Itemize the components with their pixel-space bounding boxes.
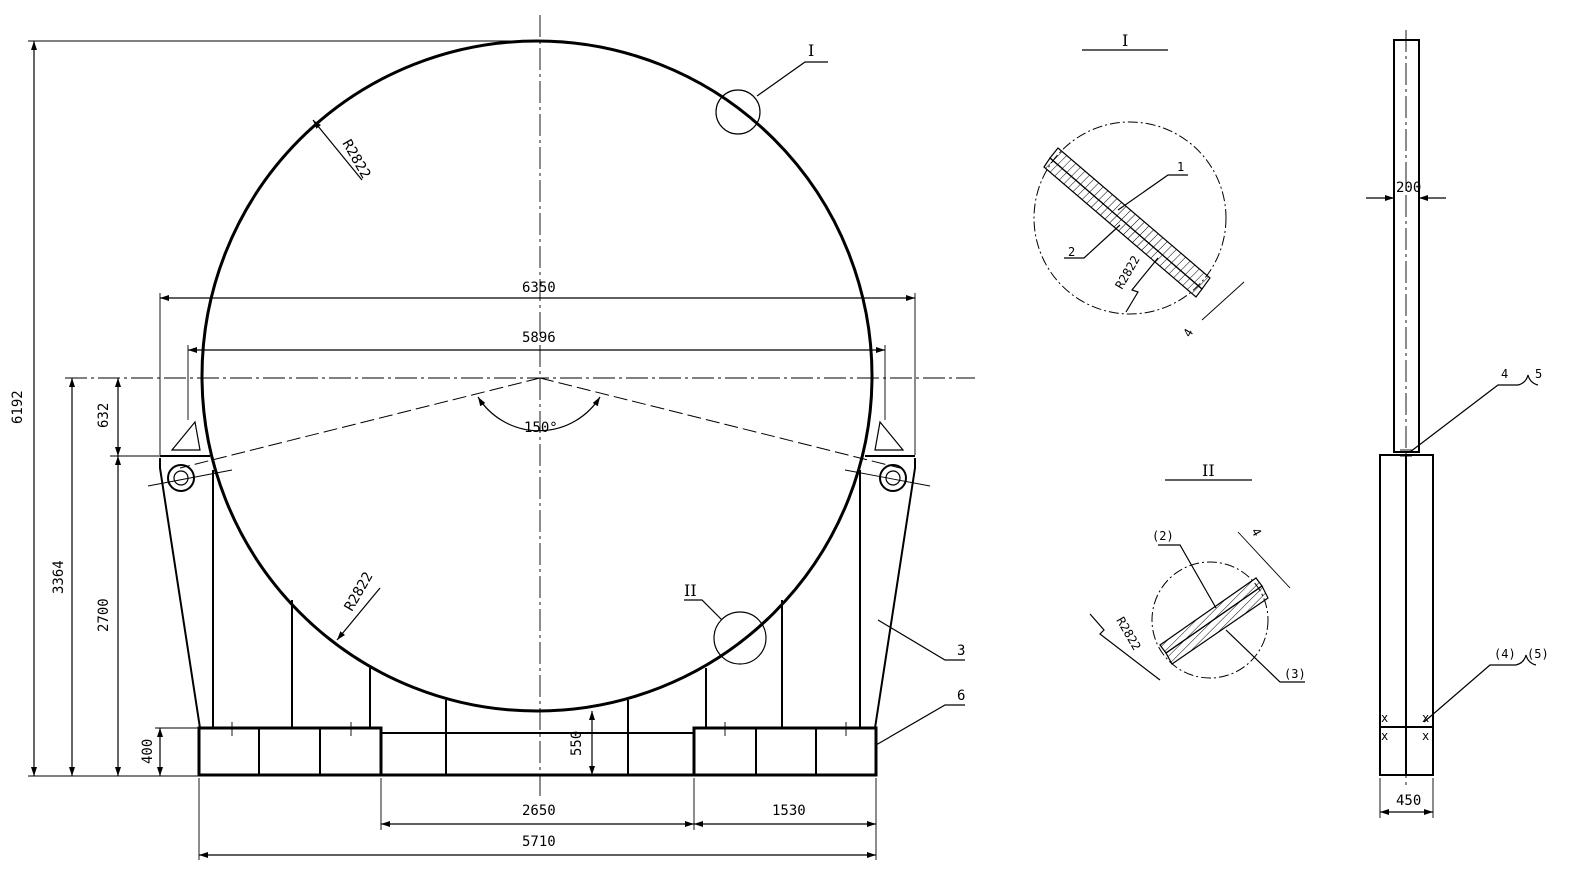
side-part45p-bracket bbox=[1515, 654, 1537, 666]
side-part4-leader bbox=[1409, 384, 1518, 453]
radius-top-leader bbox=[312, 119, 363, 181]
pin-right-axis bbox=[844, 469, 931, 487]
radius-bottom-leader bbox=[336, 587, 381, 641]
detail-I-boundary bbox=[1033, 121, 1227, 315]
detail-II-title: II bbox=[1202, 461, 1215, 480]
dim-5896-label: 5896 bbox=[522, 330, 556, 346]
saddle-left-outer-leg bbox=[159, 458, 201, 729]
lug-left bbox=[170, 420, 201, 451]
angle-label: 150° bbox=[524, 420, 558, 436]
part-3-label: 3 bbox=[957, 643, 965, 659]
saddle-right-outer-leg bbox=[874, 458, 916, 729]
detail-II-radius-leader bbox=[1089, 613, 1161, 681]
pin-left-outer bbox=[167, 464, 195, 492]
detail-I-part1-leader bbox=[1117, 174, 1188, 211]
detail-I-part2-label: 2 bbox=[1068, 245, 1075, 259]
part-3-leader bbox=[877, 619, 965, 661]
detail-II-part2-leader bbox=[1158, 544, 1217, 609]
part-6-label: 6 bbox=[957, 688, 965, 704]
dim-2650-label: 2650 bbox=[522, 803, 556, 819]
detail-I-part1-label: 1 bbox=[1177, 160, 1184, 174]
dim-200-label: 200 bbox=[1396, 180, 1421, 196]
detail-II-leader bbox=[684, 599, 723, 621]
detail-I-callout-circle bbox=[715, 89, 761, 135]
detail-II-callout-label: II bbox=[684, 581, 697, 600]
dim-1530-label: 1530 bbox=[772, 803, 806, 819]
angle-line-left bbox=[179, 377, 541, 469]
side-part5-label: 5 bbox=[1535, 367, 1542, 381]
detail-II-part3-label: (3) bbox=[1284, 667, 1306, 681]
angle-line-right bbox=[539, 377, 901, 469]
base-block-right bbox=[692, 726, 878, 777]
lug-right bbox=[874, 420, 905, 451]
side-part45-bracket bbox=[1517, 374, 1539, 386]
detail-II-part2-label: (2) bbox=[1152, 529, 1174, 543]
detail-I-thickness-label: 4 bbox=[1180, 326, 1196, 339]
detail-I-radius-label: R2822 bbox=[1112, 253, 1142, 291]
dim-632-label: 632 bbox=[96, 403, 112, 428]
detail-II-boundary bbox=[1151, 561, 1269, 679]
side-part5p-label: (5) bbox=[1527, 647, 1549, 661]
side-bolt-x4: x bbox=[1422, 729, 1429, 743]
angle-arc bbox=[477, 396, 601, 432]
part-6-leader bbox=[875, 704, 965, 746]
detail-II-callout-circle bbox=[713, 611, 767, 665]
detail-II-part3-leader bbox=[1225, 629, 1305, 683]
dim-450-label: 450 bbox=[1396, 793, 1421, 809]
detail-I-title: I bbox=[1122, 31, 1128, 50]
detail-I-dim-line bbox=[1201, 281, 1245, 321]
detail-II: II (2) (3) R2822 4 bbox=[1089, 461, 1306, 683]
side-bolt-x3: x bbox=[1381, 729, 1388, 743]
dim-2700-label: 2700 bbox=[96, 598, 112, 632]
dim-550-label: 550 bbox=[569, 731, 585, 756]
dim-400-label: 400 bbox=[140, 739, 156, 764]
side-bolt-x1: x bbox=[1381, 711, 1388, 725]
front-view: 150° I II R2822 R2822 bbox=[10, 15, 975, 860]
detail-II-plate-3 bbox=[1165, 585, 1269, 665]
dim-3364-label: 3364 bbox=[51, 560, 67, 594]
side-part4-label: 4 bbox=[1501, 367, 1508, 381]
side-bolt-x2: x bbox=[1422, 711, 1429, 725]
detail-I-radius-leader bbox=[1125, 257, 1159, 313]
pin-right-outer bbox=[879, 464, 907, 492]
side-part4p-label: (4) bbox=[1494, 647, 1516, 661]
detail-I-plate-2 bbox=[1043, 157, 1203, 298]
vessel-circle bbox=[200, 39, 874, 713]
side-shell-plate bbox=[1393, 39, 1420, 453]
pin-left-inner bbox=[173, 470, 189, 486]
detail-I-leader bbox=[756, 61, 828, 97]
radius-top-label: R2822 bbox=[339, 137, 374, 182]
dim-6350-label: 6350 bbox=[522, 280, 556, 296]
detail-II-dim-line bbox=[1237, 531, 1291, 589]
radius-bottom-label: R2822 bbox=[342, 569, 377, 614]
base-block-left bbox=[197, 726, 383, 777]
side-part4p-leader bbox=[1423, 664, 1516, 723]
dim-5710-label: 5710 bbox=[522, 834, 556, 850]
pin-left-axis bbox=[147, 469, 233, 487]
detail-II-thickness-label: 4 bbox=[1248, 526, 1264, 539]
dim-6192-label: 6192 bbox=[10, 390, 26, 424]
side-view: 200 x x x x 4 5 (4) (5) 450 bbox=[1366, 30, 1549, 818]
detail-I-callout-label: I bbox=[808, 41, 814, 60]
detail-I-part2-leader bbox=[1064, 224, 1121, 259]
detail-I: I 1 2 R2822 4 bbox=[1033, 31, 1245, 340]
detail-II-plate-2 bbox=[1159, 577, 1263, 654]
